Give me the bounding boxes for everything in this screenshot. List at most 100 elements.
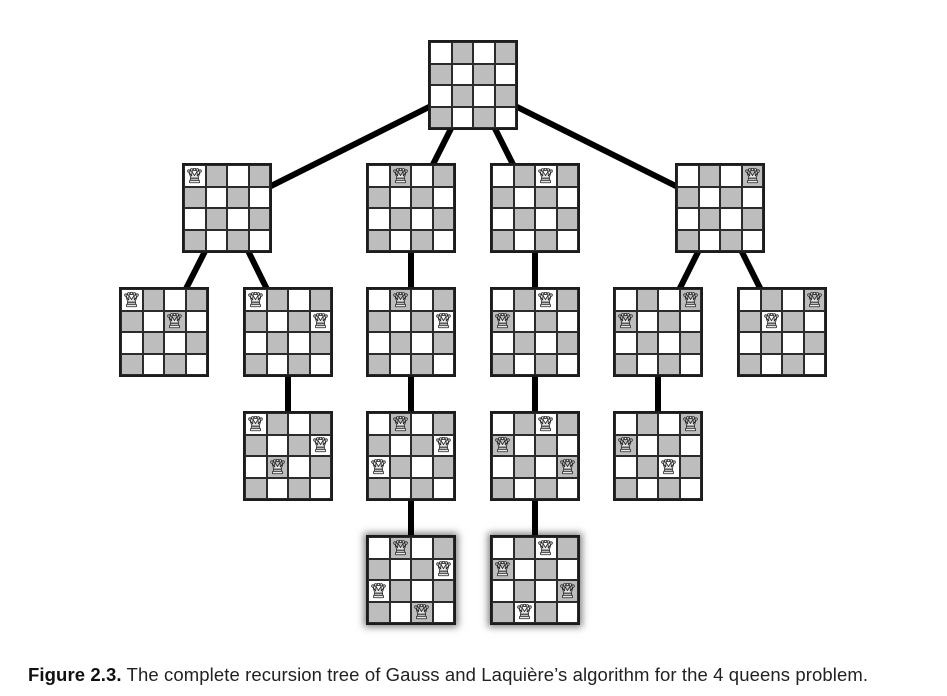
queen-icon (371, 582, 386, 598)
queen-icon (124, 291, 139, 307)
board-cell (432, 434, 454, 456)
board-cell (473, 106, 495, 128)
board-n13 (119, 287, 209, 377)
queen-icon (538, 167, 553, 183)
board-cell (245, 413, 267, 435)
board-cell (389, 537, 411, 559)
board-cell (739, 332, 761, 354)
queen-icon (683, 291, 698, 307)
board-cell (432, 558, 454, 580)
board-cell (245, 434, 267, 456)
board-cell (245, 456, 267, 478)
board-cell (720, 208, 742, 230)
caption-text: The complete recursion tree of Gauss and… (126, 664, 869, 685)
board-cell (411, 580, 433, 602)
queen-icon (436, 313, 451, 329)
queen-icon (538, 415, 553, 431)
board-cell (411, 558, 433, 580)
board-cell (184, 165, 206, 187)
board-cell (411, 208, 433, 230)
board-cell (368, 456, 390, 478)
board-cell (556, 229, 578, 251)
board-cell (309, 434, 331, 456)
board-cell (205, 229, 227, 251)
board-cell (513, 186, 535, 208)
board-cell (720, 186, 742, 208)
board-cell (615, 353, 637, 375)
board-cell (492, 601, 514, 623)
board-cell (411, 477, 433, 499)
board-cell (432, 229, 454, 251)
board-cell (494, 106, 516, 128)
board-cell (432, 165, 454, 187)
queen-icon (436, 437, 451, 453)
board-cell (741, 208, 763, 230)
board-cell (535, 289, 557, 311)
board-cell (248, 186, 270, 208)
board-cell (430, 63, 452, 85)
board-cell (411, 186, 433, 208)
board-cell (513, 289, 535, 311)
board-cell (184, 186, 206, 208)
board-cell (535, 229, 557, 251)
board-cell (473, 63, 495, 85)
board-n42 (737, 287, 827, 377)
board-cell (309, 353, 331, 375)
board-cell (432, 537, 454, 559)
board-cell (245, 477, 267, 499)
board-cell (411, 601, 433, 623)
board-cell (227, 186, 249, 208)
board-cell (636, 413, 658, 435)
board-cell (782, 332, 804, 354)
board-cell (411, 413, 433, 435)
board-cell (677, 229, 699, 251)
board-cell (556, 208, 578, 230)
queen-icon (538, 539, 553, 555)
board-cell (535, 456, 557, 478)
board-cell (368, 413, 390, 435)
board-cell (368, 332, 390, 354)
board-n31 (490, 287, 580, 377)
board-cell (245, 353, 267, 375)
queen-icon (248, 415, 263, 431)
board-cell (142, 332, 164, 354)
board-cell (535, 580, 557, 602)
board-cell (636, 477, 658, 499)
board-n4 (675, 163, 765, 253)
board-cell (615, 332, 637, 354)
board-cell (679, 477, 701, 499)
board-cell (513, 537, 535, 559)
board-cell (411, 434, 433, 456)
queen-icon (393, 291, 408, 307)
queen-icon (371, 458, 386, 474)
board-cell (803, 289, 825, 311)
queen-icon (764, 313, 779, 329)
board-cell (698, 229, 720, 251)
queen-icon (538, 291, 553, 307)
board-cell (368, 580, 390, 602)
board-cell (492, 353, 514, 375)
board-cell (309, 413, 331, 435)
board-cell (494, 42, 516, 64)
queen-icon (618, 313, 633, 329)
board-cell (389, 434, 411, 456)
board-cell (556, 186, 578, 208)
queen-icon (517, 604, 532, 620)
board-cell (245, 332, 267, 354)
board-cell (430, 42, 452, 64)
board-cell (368, 186, 390, 208)
board-cell (164, 353, 186, 375)
board-cell (679, 434, 701, 456)
board-cell (164, 310, 186, 332)
board-cell (432, 289, 454, 311)
board-cell (389, 332, 411, 354)
queen-icon (683, 415, 698, 431)
board-cell (556, 456, 578, 478)
board-cell (368, 477, 390, 499)
board-cell (513, 165, 535, 187)
board-cell (677, 208, 699, 230)
board-cell (185, 289, 207, 311)
solution-board-n3142 (490, 535, 580, 625)
board-cell (227, 208, 249, 230)
board-cell (411, 289, 433, 311)
